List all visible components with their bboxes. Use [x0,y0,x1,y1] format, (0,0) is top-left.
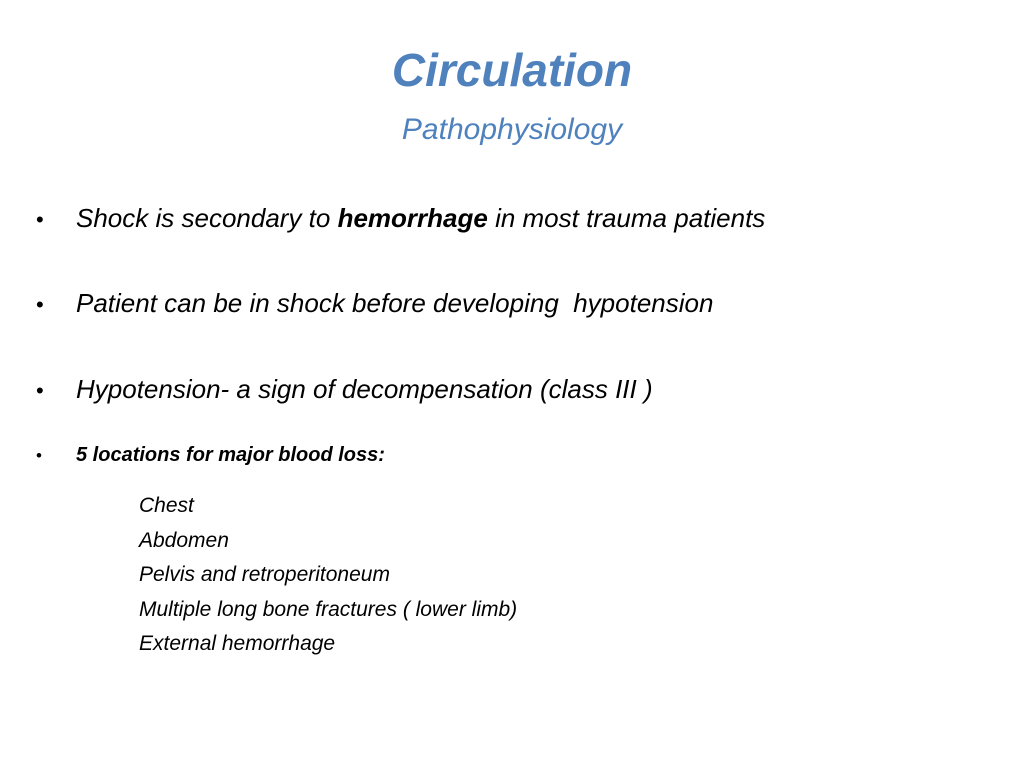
list-item: Chest [139,494,194,517]
bullet-icon: • [36,207,44,232]
bullet-text: Shock is secondary to hemorrhage in most… [76,201,765,235]
bullet-item: • Shock is secondary to hemorrhage in mo… [36,201,765,237]
bullet-text-pre: Shock is secondary to [76,203,338,233]
bullet-icon: • [36,378,44,403]
bullet-text: 5 locations for major blood loss: [76,444,385,466]
bullet-item: • 5 locations for major blood loss: [36,442,385,469]
bullet-text: Hypotension- a sign of decompensation (c… [76,374,653,404]
slide-title: Circulation [391,44,633,96]
bullet-icon: • [36,446,42,465]
list-item: Abdomen [139,528,229,552]
bullet-text-post: in most trauma patients [487,203,766,233]
list-item: Multiple long bone fractures ( lower lim… [139,597,518,621]
slide-subtitle: Pathophysiology [401,113,623,146]
bullet-text-emphasis: hemorrhage [337,203,488,233]
blood-loss-locations-list: Chest Abdomen Pelvis and retroperitoneum… [139,489,517,662]
list-item: External hemorrhage [139,632,336,655]
bullet-item: • Patient can be in shock before develop… [36,286,713,322]
list-item: Pelvis and retroperitoneum [139,563,390,586]
bullet-item: • Hypotension- a sign of decompensation … [36,372,653,408]
bullet-icon: • [36,292,44,317]
bullet-text: Patient can be in shock before developin… [76,288,714,318]
